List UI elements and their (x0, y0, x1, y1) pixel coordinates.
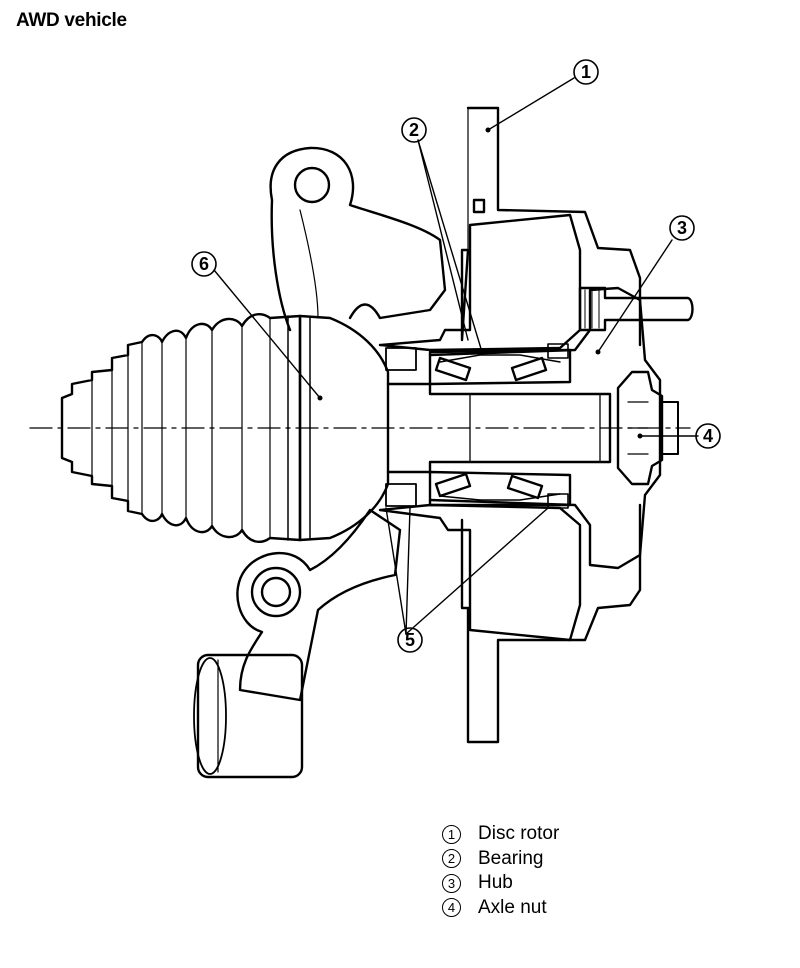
callout-6 (191, 251, 217, 277)
callout-4 (695, 423, 721, 449)
callout-2 (401, 117, 427, 143)
knuckle-housing (378, 213, 582, 352)
leader-5c (405, 507, 549, 635)
leader-5a (385, 507, 407, 635)
callout-6-label: 6 (199, 254, 209, 274)
upper-arm-eye (293, 166, 331, 204)
leader-2a (417, 139, 469, 341)
callout-5-label: 5 (405, 630, 415, 650)
wheel-stud (578, 286, 694, 332)
callout-5 (397, 627, 423, 653)
bearing-roller-top-left (434, 356, 472, 382)
seal-outer-top (547, 343, 569, 359)
callout-3-label: 3 (677, 218, 687, 238)
leader-3 (597, 239, 673, 353)
bearing-roller-bottom-right (506, 474, 544, 500)
disc-rotor (460, 106, 642, 744)
legend-label: Disc rotor (478, 823, 560, 844)
legend-number: 1 (442, 824, 461, 844)
callout-3 (669, 215, 695, 241)
legend: 1 Disc rotor 2 Bearing 3 Hub 4 Axle nut (442, 822, 559, 920)
legend-label: Bearing (478, 847, 544, 869)
callout-2-label: 2 (409, 120, 419, 140)
diagram-title: AWD vehicle (16, 10, 127, 31)
legend-item: 4 Axle nut (442, 896, 559, 921)
axle-shaft-end (661, 401, 679, 455)
legend-item: 1 Disc rotor (442, 822, 559, 847)
drive-shaft (386, 382, 612, 474)
leader-2b (417, 139, 483, 353)
leader-5b (405, 507, 411, 635)
legend-number: 2 (442, 849, 461, 869)
axle-nut (616, 370, 664, 486)
legend-number: 4 (442, 898, 461, 918)
bearing-roller-top-right (510, 356, 548, 382)
lower-arm-eye (250, 566, 302, 618)
knuckle-upper-arm (269, 146, 447, 332)
legend-item: 3 Hub (442, 871, 559, 896)
seal-inner-bottom (385, 483, 417, 507)
legend-label: Hub (478, 872, 513, 893)
hub (428, 286, 662, 570)
bearing-inner-race-bottom (428, 470, 572, 507)
seal-inner-top (385, 347, 417, 371)
knuckle-lower-arm (236, 508, 402, 702)
bearing-roller-bottom-left (434, 472, 472, 498)
lower-bushing (196, 653, 304, 779)
legend-label: Axle nut (478, 896, 547, 918)
leader-6 (213, 269, 321, 399)
legend-number: 3 (442, 873, 461, 893)
legend-item: 2 Bearing (442, 847, 559, 872)
seal-outer-bottom (547, 493, 569, 509)
callout-4-label: 4 (703, 426, 713, 446)
bearing-outer-race (428, 348, 572, 386)
callout-1-label: 1 (581, 62, 591, 82)
leader-1 (487, 77, 575, 131)
callout-1 (573, 59, 599, 85)
